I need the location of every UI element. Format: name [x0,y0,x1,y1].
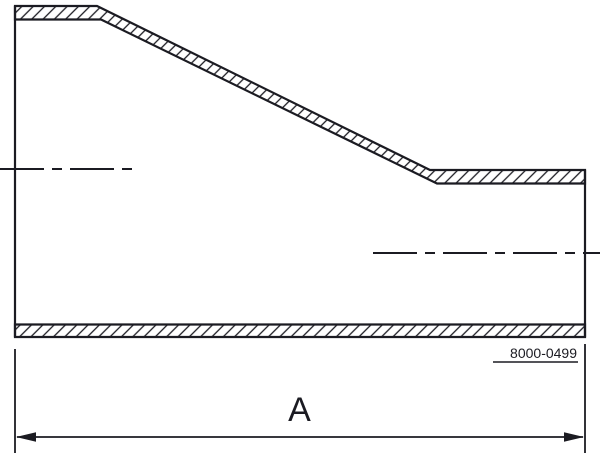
dimension-arrow-right [564,432,584,442]
part-number: 8000-0499 [510,345,577,361]
dimension-arrow-left [16,432,36,442]
reducer-top-wall [13,4,587,185]
reducer-bottom-wall [13,323,587,339]
dimension-label: A [288,391,312,429]
